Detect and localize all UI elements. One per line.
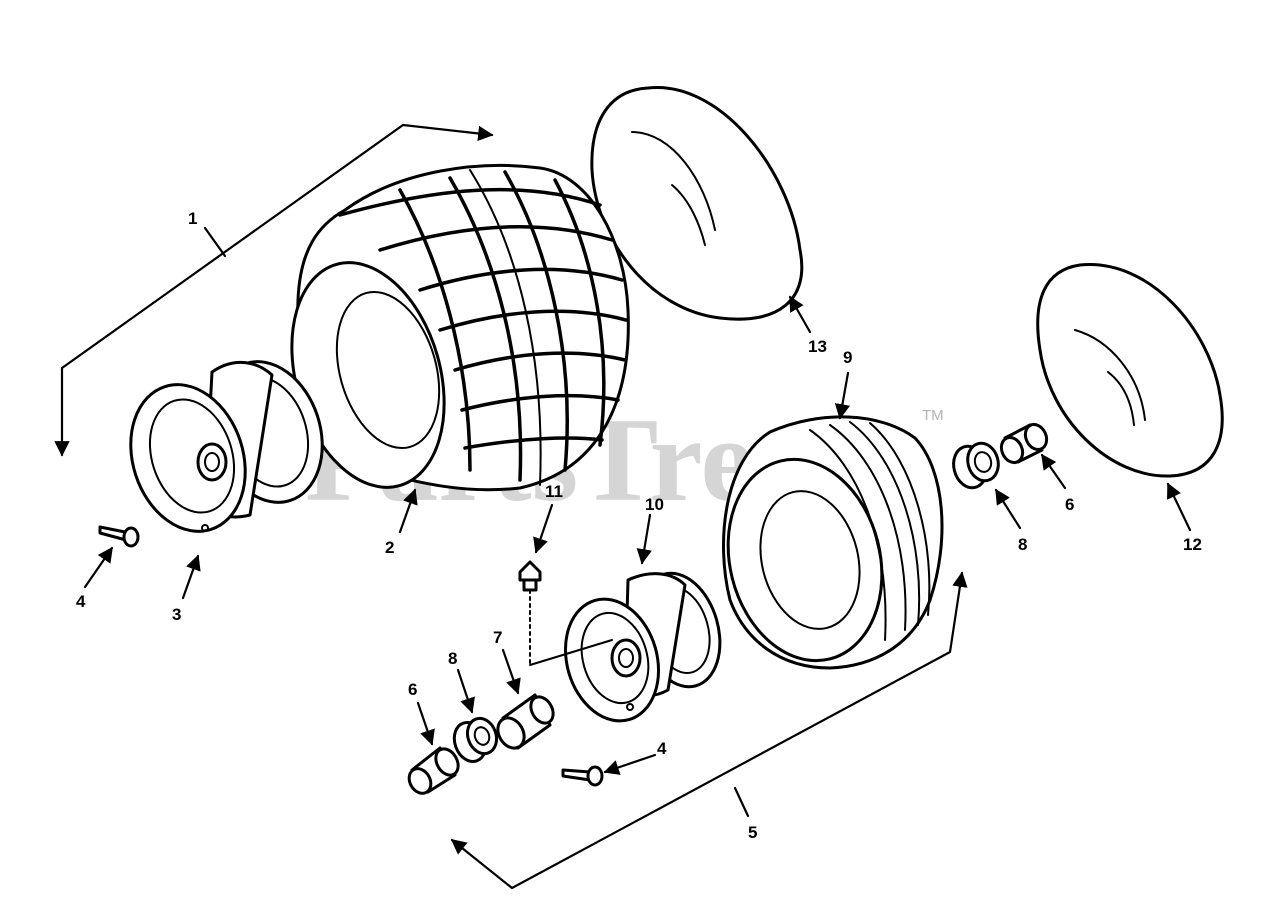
callout-3: 3 xyxy=(172,605,181,624)
leader-6-right xyxy=(1040,453,1067,490)
leader-5 xyxy=(733,786,750,818)
part-10-wheel-rim xyxy=(563,571,722,723)
part-7-bushing xyxy=(496,693,555,750)
leader-8-right xyxy=(994,488,1022,530)
leader-7 xyxy=(501,648,521,695)
callout-10: 10 xyxy=(645,495,664,514)
callout-4-left: 4 xyxy=(76,592,86,611)
callout-1: 1 xyxy=(188,209,197,228)
leader-13 xyxy=(788,295,812,334)
callout-12: 12 xyxy=(1183,535,1202,554)
callout-13: 13 xyxy=(808,337,827,356)
leader-8-lower xyxy=(456,668,475,714)
leader-3 xyxy=(181,554,201,600)
part-4-valve-stem-left xyxy=(98,525,140,548)
leader-1 xyxy=(203,226,227,258)
callout-6-right: 6 xyxy=(1065,495,1074,514)
leader-9 xyxy=(834,371,851,420)
assembly-bracket-1 xyxy=(54,123,494,457)
callout-5: 5 xyxy=(748,823,757,842)
callout-2: 2 xyxy=(385,538,394,557)
callout-8-lower: 8 xyxy=(448,649,457,668)
callout-4-lower: 4 xyxy=(657,739,667,758)
leader-11 xyxy=(533,503,554,554)
callout-8-right: 8 xyxy=(1018,535,1027,554)
callout-11: 11 xyxy=(545,482,563,501)
part-6-spacer-right xyxy=(999,422,1049,465)
part-13-tire xyxy=(590,86,804,321)
leader-4-lower xyxy=(603,753,657,775)
leader-4-left xyxy=(83,546,114,589)
part-12-tire xyxy=(1036,263,1224,478)
assembly-bracket-5 xyxy=(450,571,968,890)
part-6-spacer-lower xyxy=(407,746,460,795)
callout-7: 7 xyxy=(493,628,502,647)
watermark-trademark: TM xyxy=(922,407,944,424)
leader-10 xyxy=(636,513,652,565)
part-4-valve-stem-lower xyxy=(561,765,604,787)
leader-2 xyxy=(398,488,418,534)
callout-9: 9 xyxy=(843,348,852,367)
callout-6-lower: 6 xyxy=(408,680,417,699)
leader-12 xyxy=(1166,482,1192,532)
part-8-bearing-right xyxy=(952,441,1000,490)
leader-6-lower xyxy=(416,701,435,746)
